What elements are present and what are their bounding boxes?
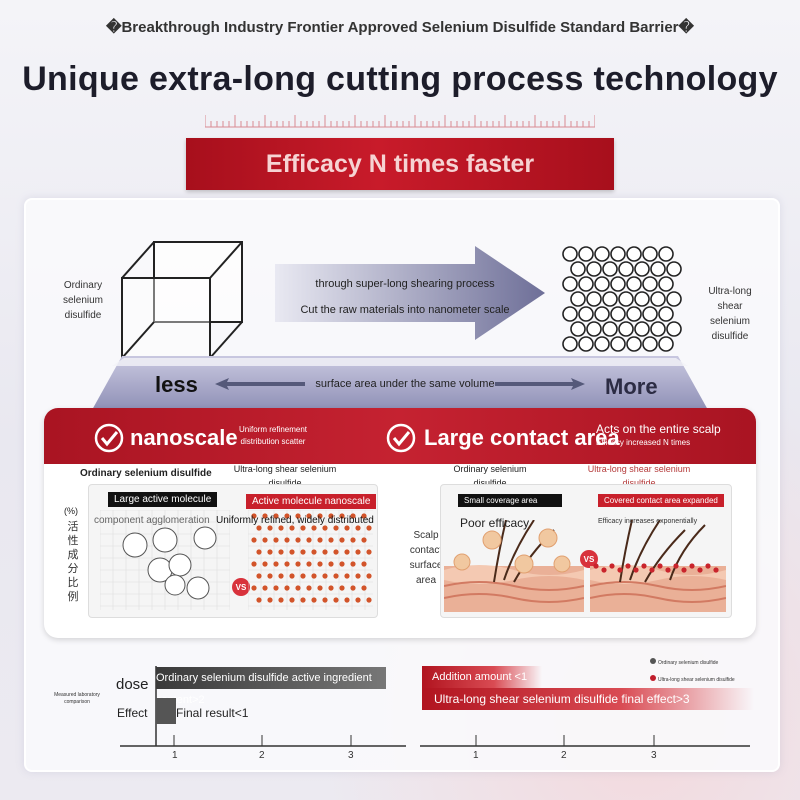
nanoscale-heading: nanoscale <box>130 425 238 450</box>
tag-efficacy-exponential: Efficacy increases exponentially <box>598 518 698 525</box>
vs-badge-nano: VS <box>232 578 250 596</box>
right-arrow-icon <box>495 378 585 390</box>
y-axis-label: 活性成分比例 <box>67 521 79 603</box>
tag-uniform: Uniformly refined, widely distributed <box>216 515 374 526</box>
scalp-illustration-right <box>590 520 726 612</box>
tick-left-3: 3 <box>348 750 354 761</box>
red-header <box>44 408 756 464</box>
tag-poor-efficacy: Poor efficacy <box>460 516 530 530</box>
tag-large-molecule: Large active molecule <box>108 492 218 507</box>
surface-base <box>92 356 708 410</box>
left-effect-text: Final result<1 <box>176 706 249 720</box>
ordinary-label: Ordinary selenium disulfide <box>62 280 104 321</box>
top-tagline: �Breakthrough Industry Frontier Approved… <box>106 19 694 36</box>
efficacy-banner: Efficacy N times faster <box>186 138 614 190</box>
tag-small-coverage: Small coverage area <box>458 494 562 507</box>
contact-note-1: Acts on the entire scalp <box>596 422 721 436</box>
arrow-text-1: through super-long shearing process <box>315 278 495 290</box>
dose-label: dose <box>116 676 149 693</box>
right-dose-bar: Addition amount <1 <box>422 666 542 688</box>
banner-text: Efficacy N times faster <box>265 149 535 178</box>
arrow-text-2: Cut the raw materials into nanometer sca… <box>300 304 510 316</box>
tag-active-nanoscale: Active molecule nanoscale <box>246 494 377 509</box>
base-text: surface area under the same volume <box>315 378 495 390</box>
check-circle-icon-2 <box>386 423 416 453</box>
tick-left-2: 2 <box>259 750 265 761</box>
tag-covered-area: Covered contact area expanded <box>598 494 724 507</box>
tag-agglomeration: component agglomeration <box>94 515 210 526</box>
measured-note: Measured laboratory comparison <box>54 692 100 705</box>
cube-icon <box>121 241 243 359</box>
right-effect-bar: Ultra-long shear selenium disulfide fina… <box>422 688 754 710</box>
contact-heading: Large contact area <box>424 425 620 450</box>
nano-left-caption: Ordinary selenium disulfide <box>80 468 212 479</box>
scalp-illustration-left <box>444 520 584 612</box>
page-title: Unique extra-long cutting process techno… <box>22 60 778 98</box>
process-arrow <box>275 246 545 340</box>
tick-right-1: 1 <box>473 750 479 761</box>
sphere-cluster-icon <box>562 246 682 352</box>
legend-ordinary: Ordinary selenium disulfide <box>650 658 718 666</box>
nano-right-caption: Ultra-long shear selenium disulfide <box>233 464 337 488</box>
ultra-label: Ultra-long shear selenium disulfide <box>708 286 752 342</box>
effect-label: Effect <box>117 706 148 720</box>
less-label: less <box>155 372 198 397</box>
tick-left-1: 1 <box>172 750 178 761</box>
contact-note-2: Efficacy increased N times <box>596 438 691 447</box>
nanoscale-dot-chart <box>248 510 373 610</box>
left-arrow-icon <box>215 378 305 390</box>
contact-left-caption: Ordinary selenium disulfide <box>453 464 527 488</box>
right-comparison-chart <box>420 735 750 747</box>
nanoscale-subnote: Uniform refinement distribution scatter <box>238 425 308 446</box>
agglomeration-chart <box>100 510 230 610</box>
check-circle-icon <box>94 423 124 453</box>
more-label: More <box>605 374 658 399</box>
legend-ultra: Ultra-long shear selenium disulfide <box>650 675 735 683</box>
vs-badge-contact: VS <box>580 550 598 568</box>
tick-right-3: 3 <box>651 750 657 761</box>
y-axis-unit: (%) <box>64 506 78 516</box>
ruler-decoration <box>205 115 595 128</box>
tick-right-2: 2 <box>561 750 567 761</box>
scalp-side-label: Scalp contact surface area <box>409 530 443 586</box>
left-dose-bar: Ordinary selenium disulfide active ingre… <box>156 667 386 706</box>
contact-right-caption: Ultra-long shear selenium disulfide <box>587 464 691 488</box>
left-effect-bar <box>156 698 176 724</box>
